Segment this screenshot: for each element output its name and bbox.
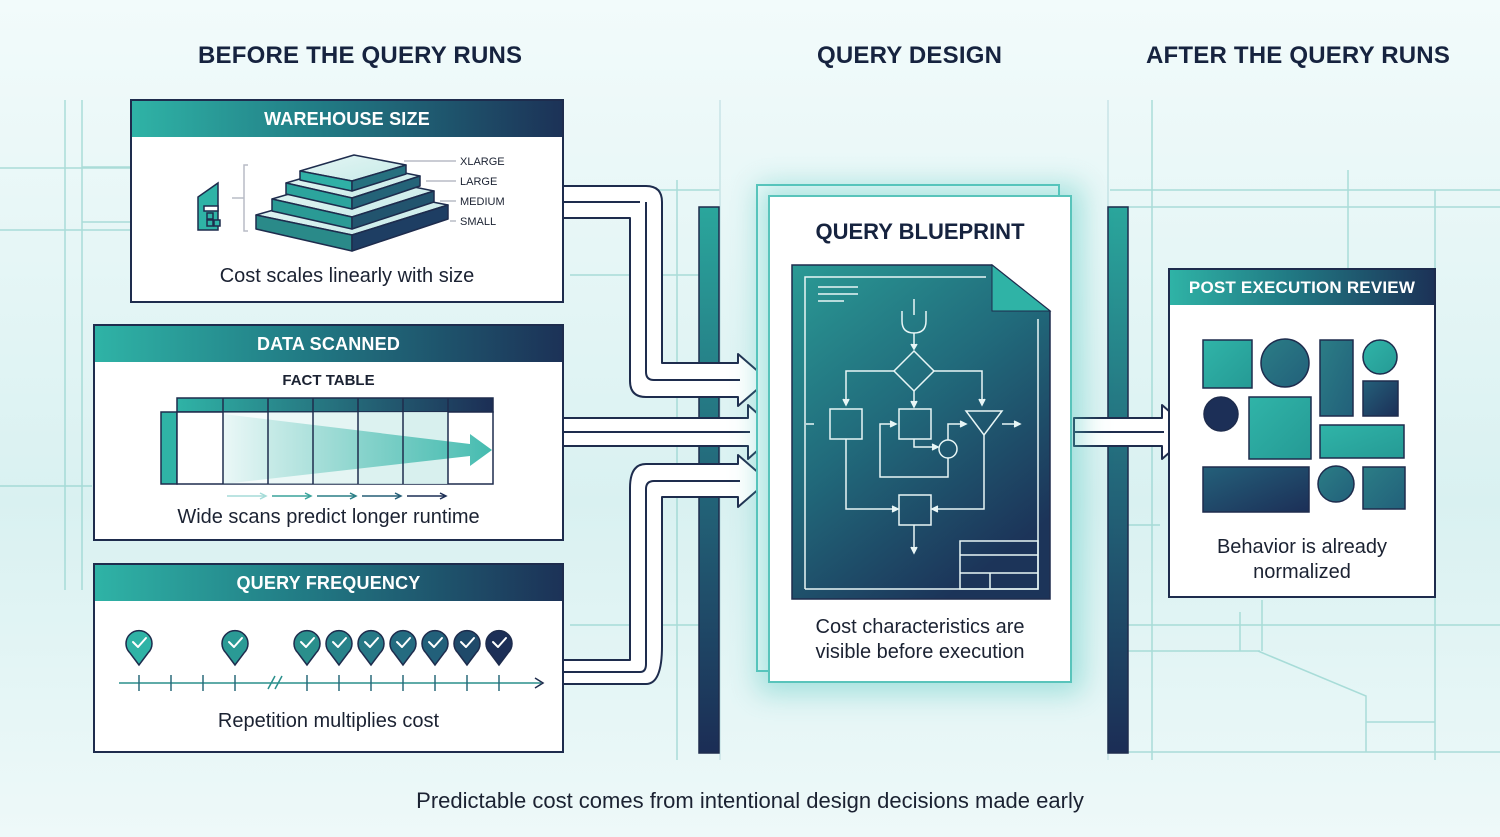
check-pin-icon: [221, 629, 249, 667]
fact-table-label: FACT TABLE: [282, 372, 375, 389]
caption-line-1: Cost characteristics are: [815, 616, 1025, 638]
column-title-after: AFTER THE QUERY RUNS: [1146, 42, 1451, 69]
title-block: [959, 540, 1039, 590]
tier-label-medium: MEDIUM: [460, 196, 505, 208]
tier-label-xlarge: XLARGE: [460, 156, 505, 168]
tier-label-large: LARGE: [460, 176, 497, 188]
frequency-timeline: [119, 629, 545, 691]
panel-header: QUERY FREQUENCY: [95, 565, 562, 601]
shape-square: [1362, 466, 1406, 510]
document-fold-corner: [991, 263, 1052, 312]
panel-header: DATA SCANNED: [95, 326, 562, 362]
shape-circle: [1260, 338, 1310, 388]
warehouse-tiers-illustration: XLARGE LARGE MEDIUM SMALL: [197, 154, 505, 252]
blueprint-document: [791, 264, 1051, 600]
panel-caption: Repetition multiplies cost: [217, 710, 440, 732]
shape-circle: [1362, 339, 1398, 375]
timeline-break-marks: [267, 675, 283, 690]
check-pin-icon: [421, 629, 449, 667]
divider-pillar-right: [1107, 206, 1129, 754]
warehouse-building-icon: [197, 181, 221, 231]
fact-table-illustration: [160, 397, 494, 500]
loop-path: [913, 439, 936, 448]
check-pin-icon: [325, 629, 353, 667]
shape-tall-rect: [1319, 339, 1354, 417]
panel-caption: Wide scans predict longer runtime: [177, 506, 480, 528]
shape-circle: [1203, 396, 1239, 432]
panel-data-scanned: DATA SCANNED FACT TABLE: [93, 324, 564, 541]
caption-line-1: Behavior is already: [1216, 536, 1388, 558]
merge-triangle: [964, 410, 1004, 437]
panel-post-execution-review: POST EXECUTION REVIEW Behavior is alread…: [1168, 268, 1436, 598]
check-pin-icon: [125, 629, 153, 667]
panel-caption: Cost scales linearly with size: [219, 265, 475, 287]
check-pin-icon: [485, 629, 513, 667]
process-box-bottom: [898, 494, 932, 526]
caption-line-2: visible before execution: [815, 641, 1025, 663]
check-pin-icon: [293, 629, 321, 667]
blueprint-flowchart: [791, 263, 1052, 600]
panel-query-frequency: QUERY FREQUENCY Repetition multiplies co…: [93, 563, 564, 753]
process-box-center: [898, 408, 932, 440]
caption-line-2: normalized: [1253, 561, 1351, 583]
query-blueprint-card: QUERY BLUEPRINT: [768, 195, 1072, 683]
check-pin-icon: [453, 629, 481, 667]
check-pin-icon: [389, 629, 417, 667]
shape-square: [1362, 380, 1399, 417]
shape-square: [1202, 339, 1253, 389]
shape-circle: [1317, 465, 1355, 503]
shape-wide-rect: [1202, 466, 1310, 513]
check-pin-icon: [357, 629, 385, 667]
panel-header: POST EXECUTION REVIEW: [1170, 270, 1434, 305]
shape-square: [1248, 396, 1312, 460]
blueprint-caption: Cost characteristics are visible before …: [770, 615, 1070, 665]
divider-pillar-left: [698, 206, 720, 754]
footer-tagline: Predictable cost comes from intentional …: [416, 788, 1084, 813]
normalized-shapes-grid: [1202, 338, 1406, 513]
blueprint-title: QUERY BLUEPRINT: [815, 219, 1025, 244]
panel-caption: Behavior is already normalized: [1170, 535, 1434, 585]
panel-warehouse-size: WAREHOUSE SIZE: [130, 99, 564, 303]
column-title-design: QUERY DESIGN: [817, 42, 1003, 69]
column-title-before: BEFORE THE QUERY RUNS: [198, 42, 523, 69]
panel-header: WAREHOUSE SIZE: [132, 101, 562, 137]
shape-wide-rect: [1319, 424, 1405, 459]
tier-label-small: SMALL: [460, 216, 496, 228]
